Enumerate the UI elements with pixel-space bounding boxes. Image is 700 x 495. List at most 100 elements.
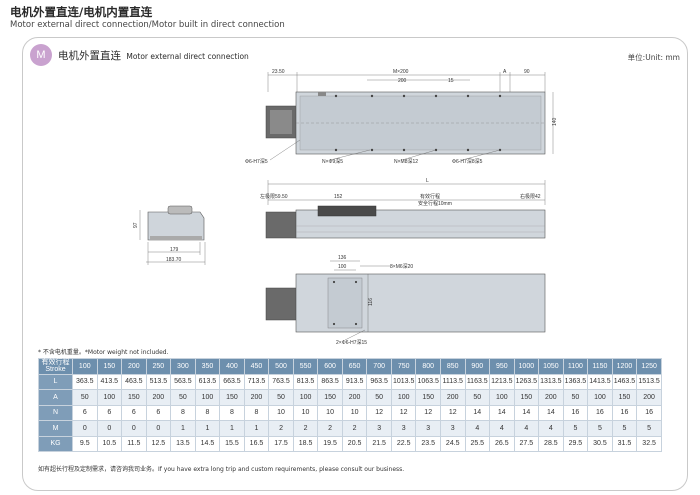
table-cell: 1413.5 bbox=[587, 373, 613, 390]
table-cell: 5 bbox=[587, 420, 613, 437]
stroke-cell: 800 bbox=[415, 358, 441, 375]
stroke-label-en: Stroke bbox=[45, 366, 66, 374]
table-cell: 17.5 bbox=[268, 435, 294, 452]
table-cell: 16 bbox=[611, 404, 638, 421]
table-cell: 4 bbox=[464, 420, 491, 437]
table-cell: 50 bbox=[562, 389, 589, 406]
table-cell: 12.5 bbox=[145, 435, 172, 452]
section-title: 电机外置直连 Motor external direct connection bbox=[58, 48, 249, 63]
bottom-view: 136 100 8×M6深20 116 2×Φ6-H7深15 bbox=[265, 255, 546, 346]
table-cell: 14 bbox=[538, 404, 564, 421]
dim-97: 97 bbox=[133, 222, 139, 228]
table-cell: 16 bbox=[562, 404, 589, 421]
top-view: 23.50 M×200 200 15 A 90 140 Φ6-H7深5 bbox=[245, 69, 558, 165]
table-cell: 31.5 bbox=[611, 435, 638, 452]
stroke-cell: 350 bbox=[194, 358, 221, 375]
table-cell: 1163.5 bbox=[464, 373, 491, 390]
table-cell: 10 bbox=[341, 404, 368, 421]
stroke-cell: 1200 bbox=[611, 358, 638, 375]
table-cell: 1063.5 bbox=[415, 373, 441, 390]
row-label: N bbox=[38, 404, 73, 421]
table-cell: 1513.5 bbox=[636, 373, 662, 390]
table-cell: 913.5 bbox=[341, 373, 368, 390]
table-cell: 2 bbox=[292, 420, 319, 437]
table-cell: 563.5 bbox=[170, 373, 196, 390]
stroke-cell: 200 bbox=[121, 358, 147, 375]
table-cell: 15.5 bbox=[219, 435, 245, 452]
dim-100: 100 bbox=[338, 264, 347, 270]
row-label: L bbox=[38, 373, 73, 390]
stroke-cell: 700 bbox=[366, 358, 392, 375]
table-cell: 863.5 bbox=[317, 373, 343, 390]
table-cell: 0 bbox=[121, 420, 147, 437]
side-view: L 左极限59.50 152 有效行程 安全行程10mm 右极限42 bbox=[260, 178, 546, 239]
table-cell: 3 bbox=[439, 420, 466, 437]
table-cell: 6 bbox=[121, 404, 147, 421]
table-cell: 18.5 bbox=[292, 435, 319, 452]
table-cell: 16 bbox=[636, 404, 662, 421]
table-cell: 14.5 bbox=[194, 435, 221, 452]
table-cell: 21.5 bbox=[366, 435, 392, 452]
table-cell: 12 bbox=[415, 404, 441, 421]
table-cell: 4 bbox=[513, 420, 540, 437]
table-cell: 10.5 bbox=[96, 435, 123, 452]
technical-drawing: 23.50 M×200 200 15 A 90 140 Φ6-H7深5 bbox=[133, 69, 558, 346]
motor-side bbox=[265, 211, 297, 239]
note-phi6-h7-right: Φ6-H7深8深5 bbox=[452, 158, 483, 165]
dim-200: 200 bbox=[398, 78, 407, 84]
table-cell: 1213.5 bbox=[489, 373, 515, 390]
table-cell: 1363.5 bbox=[562, 373, 589, 390]
table-cell: 29.5 bbox=[562, 435, 589, 452]
stroke-cell: 850 bbox=[439, 358, 466, 375]
table-cell: 22.5 bbox=[390, 435, 417, 452]
table-cell: 100 bbox=[292, 389, 319, 406]
table-cell: 50 bbox=[268, 389, 294, 406]
table-cell: 613.5 bbox=[194, 373, 221, 390]
dim-l: L bbox=[426, 178, 429, 184]
table-cell: 8 bbox=[243, 404, 270, 421]
table-cell: 100 bbox=[96, 389, 123, 406]
table-cell: 8 bbox=[194, 404, 221, 421]
table-cell: 1 bbox=[194, 420, 221, 437]
footer-note: 如有超长行程及定制需求，请咨询我司业务。If you have extra lo… bbox=[38, 466, 405, 473]
dim-15: 15 bbox=[448, 78, 454, 84]
table-cell: 663.5 bbox=[219, 373, 245, 390]
dim-m200: M×200 bbox=[393, 69, 409, 75]
stroke-cell: 1250 bbox=[636, 358, 662, 375]
table-cell: 4 bbox=[538, 420, 564, 437]
dim-23-50: 23.50 bbox=[272, 69, 285, 75]
end-view: 97 179 183.70 bbox=[133, 205, 206, 265]
dim-a: A bbox=[503, 69, 507, 75]
table-cell: 6 bbox=[145, 404, 172, 421]
table-cell: 19.5 bbox=[317, 435, 343, 452]
table-cell: 1 bbox=[243, 420, 270, 437]
table-cell: 963.5 bbox=[366, 373, 392, 390]
slider-side bbox=[317, 205, 377, 217]
stroke-cell: 550 bbox=[292, 358, 319, 375]
table-cell: 413.5 bbox=[96, 373, 123, 390]
dim-179: 179 bbox=[170, 247, 179, 253]
table-cell: 20.5 bbox=[341, 435, 368, 452]
table-cell: 16 bbox=[587, 404, 613, 421]
table-cell: 713.5 bbox=[243, 373, 270, 390]
dim-116: 116 bbox=[368, 298, 374, 306]
table-cell: 0 bbox=[96, 420, 123, 437]
table-cell: 513.5 bbox=[145, 373, 172, 390]
table-cell: 200 bbox=[538, 389, 564, 406]
table-cell: 363.5 bbox=[72, 373, 98, 390]
table-cell: 200 bbox=[439, 389, 466, 406]
table-cell: 150 bbox=[611, 389, 638, 406]
table-cell: 23.5 bbox=[415, 435, 441, 452]
note-2-phi6: 2×Φ6-H7深15 bbox=[336, 339, 367, 346]
table-cell: 150 bbox=[121, 389, 147, 406]
table-cell: 12 bbox=[439, 404, 466, 421]
table-cell: 12 bbox=[366, 404, 392, 421]
table-cell: 200 bbox=[243, 389, 270, 406]
table-cell: 9.5 bbox=[72, 435, 98, 452]
